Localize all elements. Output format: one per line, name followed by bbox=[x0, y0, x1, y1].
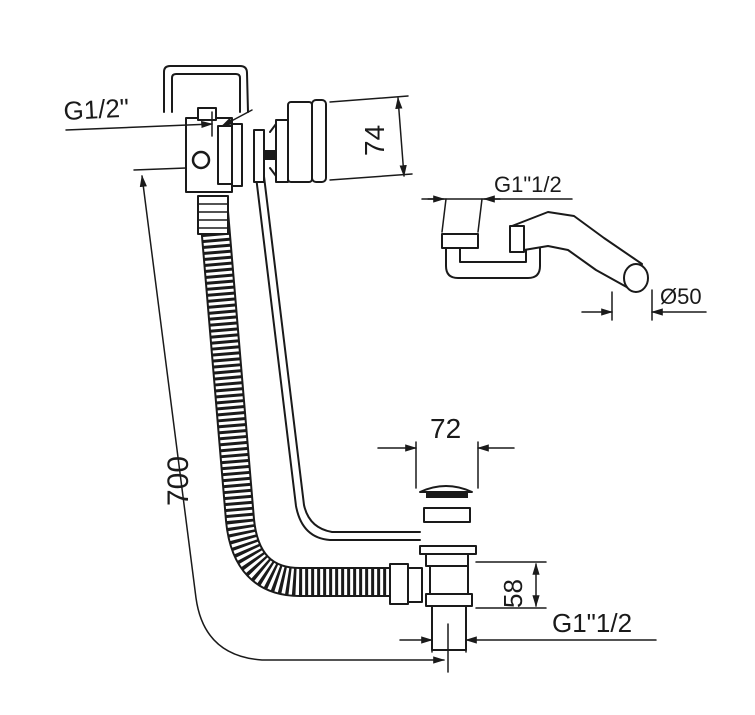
corrugated-hose bbox=[197, 195, 423, 605]
label-outlet-thread: G1"1/2 bbox=[552, 608, 632, 638]
label-thread-inlet: G1/2" bbox=[63, 93, 130, 126]
dimension-outlet-height: 58 bbox=[475, 561, 547, 609]
dimension-overflow-height: 74 bbox=[329, 95, 413, 181]
label-drain-diameter: 72 bbox=[430, 413, 461, 444]
label-siphon-diameter: Ø50 bbox=[660, 284, 702, 309]
dimension-drain-diameter: 72 bbox=[377, 413, 515, 489]
dimension-thread-inlet: G1/2" bbox=[63, 93, 253, 137]
label-siphon-thread: G1"1/2 bbox=[494, 172, 562, 197]
label-total-length: 700 bbox=[162, 456, 195, 506]
dimension-outlet-thread: G1"1/2 bbox=[399, 605, 657, 653]
dimension-total-length: 700 bbox=[133, 167, 449, 673]
overflow-valve-assembly bbox=[185, 99, 327, 193]
label-overflow-height: 74 bbox=[359, 125, 390, 156]
siphon-trap bbox=[441, 211, 649, 293]
label-outlet-height: 58 bbox=[498, 579, 528, 608]
dimension-siphon-diameter: Ø50 bbox=[581, 284, 707, 321]
